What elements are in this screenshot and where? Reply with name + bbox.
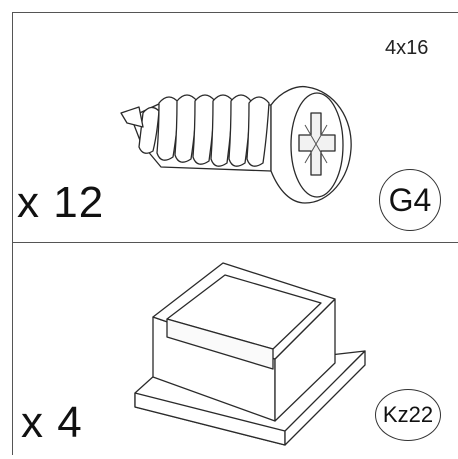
square-cap-icon [134,262,366,446]
part-quantity: x 12 [17,178,105,227]
part-code: G4 [388,181,432,218]
part-code: Kz22 [382,402,434,427]
part-panel-screw: 4x16 x 12 G4 [12,12,458,243]
part-code-badge: Kz22 [375,389,441,441]
part-quantity: x 4 [21,398,83,447]
part-size-label: 4x16 [385,37,429,59]
part-panel-cap: x 4 Kz22 [12,242,458,455]
screw-icon [120,85,352,204]
part-code-badge: G4 [379,169,441,231]
